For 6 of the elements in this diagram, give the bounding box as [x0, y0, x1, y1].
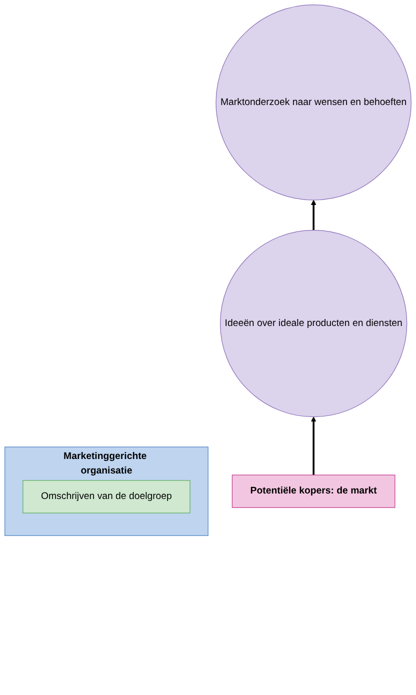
node-circle: Marktonderzoek naar wensen en behoeften [216, 4, 412, 200]
node-box: Omschrijven van de doelgroep [22, 480, 190, 514]
arrow [310, 416, 316, 475]
arrow [310, 200, 316, 230]
node-circle: Ideeën over ideale producten en diensten [220, 230, 408, 418]
node-box: Potentiële kopers: de markt [232, 474, 396, 508]
